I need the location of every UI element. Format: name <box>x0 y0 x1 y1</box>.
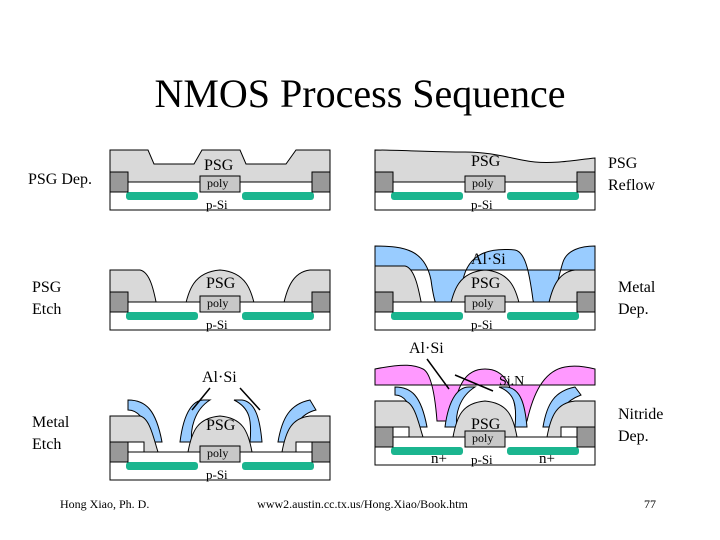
poly-label: poly <box>472 176 493 190</box>
poly-label: poly <box>472 431 493 445</box>
n-plus-region <box>391 447 463 455</box>
footer-page-number: 77 <box>644 497 656 511</box>
p-si-label: p-Si <box>471 452 493 467</box>
poly-label: poly <box>472 296 493 310</box>
p-si-label: p-Si <box>206 467 228 482</box>
n-plus-label: n+ <box>539 451 555 467</box>
n-plus-region <box>507 312 579 320</box>
step-label-metal-dep: Metal Dep. <box>618 279 656 318</box>
psg-label: PSG <box>471 153 501 170</box>
pointer-arrow <box>426 358 450 390</box>
gate-oxide <box>464 295 506 313</box>
psg-layer <box>109 415 159 453</box>
footer-author: Hong Xiao, Ph. D. <box>60 497 150 511</box>
step-label-psg-reflow: PSG Reflow <box>608 155 656 194</box>
cross-section-psg-reflow: poly p-Si PSG <box>374 149 596 212</box>
p-si-label: p-Si <box>471 317 493 332</box>
p-si-label: p-Si <box>206 317 228 332</box>
n-plus-region <box>507 192 579 200</box>
n-plus-label: n+ <box>431 451 447 467</box>
field-oxide <box>311 291 331 313</box>
metal-line <box>444 386 477 428</box>
n-plus-region <box>507 447 579 455</box>
field-oxide <box>374 426 394 448</box>
psg-label: PSG <box>471 416 501 433</box>
psg-layer <box>374 400 424 438</box>
gate-oxide <box>464 430 506 448</box>
cross-section-nitride-dep: poly p-Si PSG Si.N n+ n+ Al·Si <box>374 340 596 467</box>
field-oxide <box>109 291 129 313</box>
metal-line <box>179 399 212 443</box>
footer-url: www2.austin.cc.tx.us/Hong.Xiao/Book.htm <box>257 497 468 511</box>
psg-label: PSG <box>471 275 501 292</box>
field-oxide <box>109 441 129 463</box>
nitride-label: Si.N <box>499 374 524 389</box>
psg-layer <box>452 400 518 438</box>
n-plus-region <box>242 192 314 200</box>
n-plus-region <box>391 192 463 200</box>
metal-label: Al·Si <box>471 251 506 268</box>
field-oxide <box>576 426 596 448</box>
step-label-psg-dep: PSG Dep. <box>28 171 93 188</box>
n-plus-region <box>391 312 463 320</box>
psg-label: PSG <box>206 275 236 292</box>
poly-label: poly <box>207 446 228 460</box>
step-label-metal-etch: Metal Etch <box>32 414 70 453</box>
psg-label: PSG <box>206 417 236 434</box>
gate-oxide <box>464 175 506 193</box>
metal-label: Al·Si <box>202 369 237 386</box>
gate-oxide <box>199 175 241 193</box>
pointer-arrow <box>454 374 494 392</box>
pointer-arrow <box>191 387 211 411</box>
metal-line <box>233 399 263 443</box>
field-oxide <box>374 171 394 193</box>
n-plus-region <box>126 192 198 200</box>
step-label-nitride-dep: Nitride Dep. <box>618 406 664 445</box>
field-oxide <box>576 291 596 313</box>
field-oxide <box>311 441 331 463</box>
nitride-layer <box>374 364 596 422</box>
field-oxide <box>109 171 129 193</box>
n-plus-region <box>242 312 314 320</box>
psg-label: PSG <box>204 157 234 174</box>
metal-line <box>498 386 528 428</box>
cross-section-psg-dep: poly p-Si PSG <box>109 149 331 212</box>
poly-label: poly <box>207 296 228 310</box>
field-oxide <box>311 171 331 193</box>
p-si-label: p-Si <box>206 197 228 212</box>
psg-layer <box>187 415 253 453</box>
n-plus-region <box>126 462 198 470</box>
field-oxide <box>576 171 596 193</box>
gate-oxide <box>199 295 241 313</box>
n-plus-region <box>242 462 314 470</box>
step-label-psg-etch: PSG Etch <box>32 279 62 318</box>
slide-title: NMOS Process Sequence <box>154 71 566 116</box>
n-plus-region <box>126 312 198 320</box>
poly-label: poly <box>207 176 228 190</box>
pointer-arrow <box>239 387 261 411</box>
gate-oxide <box>199 445 241 463</box>
field-oxide <box>374 291 394 313</box>
cross-section-psg-etch: poly p-Si PSG <box>109 269 331 332</box>
metal-layer <box>374 245 596 314</box>
metal-label: Al·Si <box>409 340 444 357</box>
p-si-label: p-Si <box>471 197 493 212</box>
cross-section-metal-etch: poly p-Si PSG Al·Si <box>109 369 331 482</box>
